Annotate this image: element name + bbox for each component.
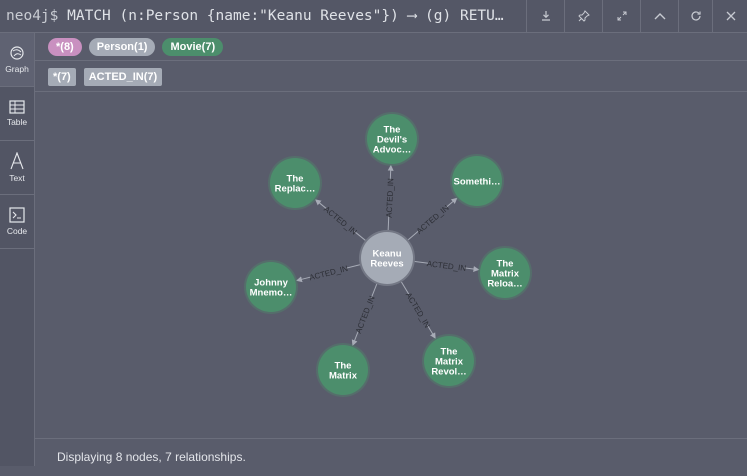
sidebar-item-label: Code <box>6 226 28 236</box>
query-bar: neo4j$ MATCH (n:Person {name:"Keanu Reev… <box>0 0 747 33</box>
text-icon <box>10 152 24 170</box>
code-icon <box>9 207 25 223</box>
relationship-label-bg <box>415 203 450 235</box>
result-view-sidebar: Graph Table Text Code <box>0 33 35 466</box>
node-caption: The <box>384 125 401 136</box>
node-caption: Matrix <box>491 269 520 280</box>
relationship-label-bg <box>323 204 358 236</box>
movie-node[interactable]: TheDevil'sAdvoc… <box>365 112 419 166</box>
fullscreen-button[interactable] <box>602 0 641 32</box>
node-caption: The <box>441 347 458 358</box>
node-caption: Keanu <box>372 249 401 260</box>
node-circle <box>246 262 296 312</box>
relationship-label-bg <box>428 258 465 273</box>
collapse-button[interactable] <box>640 0 679 32</box>
status-text: Displaying 8 nodes, 7 relationships. <box>57 450 246 464</box>
relationship-label: ACTED_IN <box>322 205 359 237</box>
relationship-types-legend: *(7) ACTED_IN(7) <box>35 62 747 92</box>
sidebar-item-label: Text <box>9 173 25 183</box>
rerun-button[interactable] <box>678 0 713 32</box>
node-caption: Somethi… <box>454 177 501 188</box>
node-circle <box>367 114 417 164</box>
node-caption: The <box>335 361 352 372</box>
node-labels-legend: *(8) Person(1) Movie(7) <box>35 33 747 61</box>
graph-svg[interactable]: ACTED_IN ACTED_IN ACTED_IN ACTED_IN ACTED_IN… <box>35 93 747 438</box>
sidebar-item-label: Table <box>6 117 28 127</box>
relationship-label: ACTED_IN <box>426 259 467 273</box>
relationship-label-bg <box>353 295 377 334</box>
label-pill-person[interactable]: Person(1) <box>88 37 156 56</box>
node-caption: Mnemo… <box>250 288 293 299</box>
query-editor[interactable]: neo4j$ MATCH (n:Person {name:"Keanu Reev… <box>6 0 526 32</box>
relationship-label: ACTED_IN <box>308 264 349 282</box>
relationship-label: ACTED_IN <box>404 291 432 330</box>
movie-node[interactable]: TheReplac… <box>268 156 322 210</box>
node-caption: Devil's <box>377 135 407 146</box>
graph-icon <box>10 46 24 60</box>
node-circle <box>270 158 320 208</box>
pin-button[interactable] <box>564 0 603 32</box>
node-caption: The <box>497 259 514 270</box>
relationship-label-bg <box>309 263 348 282</box>
node-circle <box>424 336 474 386</box>
node-caption: Reeves <box>370 259 403 270</box>
node-caption: Reloa… <box>487 279 522 290</box>
relationship-label-bg <box>404 291 432 328</box>
node-circle <box>452 156 502 206</box>
node-caption: Advoc… <box>373 145 412 156</box>
download-icon <box>542 11 550 21</box>
node-caption: The <box>287 174 304 185</box>
graph-canvas[interactable]: ACTED_IN ACTED_IN ACTED_IN ACTED_IN ACTED_IN… <box>35 93 747 438</box>
relationship-label-bg <box>383 179 396 217</box>
sidebar-item-graph[interactable]: Graph <box>0 33 34 87</box>
node-caption: Replac… <box>275 184 316 195</box>
relationship-label: ACTED_IN <box>415 203 451 236</box>
refresh-icon <box>691 11 701 21</box>
relationship-label: ACTED_IN <box>385 178 396 218</box>
query-prompt: neo4j$ <box>6 8 59 24</box>
query-text: MATCH (n:Person {name:"Keanu Reeves"}) ⟶… <box>67 8 504 24</box>
rel-tag-acted-in[interactable]: ACTED_IN(7) <box>83 67 163 86</box>
movie-node[interactable]: TheMatrixReloa… <box>478 246 532 300</box>
node-caption: Johnny <box>254 278 288 289</box>
sidebar-item-label: Graph <box>5 64 29 74</box>
movie-node[interactable]: TheMatrixRevol… <box>422 334 476 388</box>
relationship-label: ACTED_IN <box>354 294 377 334</box>
label-pill-all[interactable]: *(8) <box>48 37 82 56</box>
movie-node[interactable]: JohnnyMnemo… <box>244 260 298 314</box>
node-circle <box>318 345 368 395</box>
chevron-up-icon <box>654 13 666 20</box>
node-circle <box>480 248 530 298</box>
node-caption: Revol… <box>431 367 466 378</box>
node-caption: Matrix <box>329 371 358 382</box>
sidebar-item-table[interactable]: Table <box>0 87 34 141</box>
download-button[interactable] <box>526 0 565 32</box>
sidebar-item-code[interactable]: Code <box>0 195 34 249</box>
node-caption: Matrix <box>435 357 464 368</box>
sidebar-item-text[interactable]: Text <box>0 141 34 195</box>
movie-node[interactable]: Somethi… <box>450 154 504 208</box>
table-icon <box>9 100 25 114</box>
status-bar: Displaying 8 nodes, 7 relationships. <box>35 438 747 466</box>
rel-tag-all[interactable]: *(7) <box>48 67 76 86</box>
close-button[interactable] <box>712 0 747 32</box>
expand-icon <box>617 11 627 21</box>
node-circle <box>361 232 413 284</box>
pin-icon <box>578 10 590 22</box>
label-pill-movie[interactable]: Movie(7) <box>162 37 224 56</box>
close-icon <box>726 11 735 21</box>
